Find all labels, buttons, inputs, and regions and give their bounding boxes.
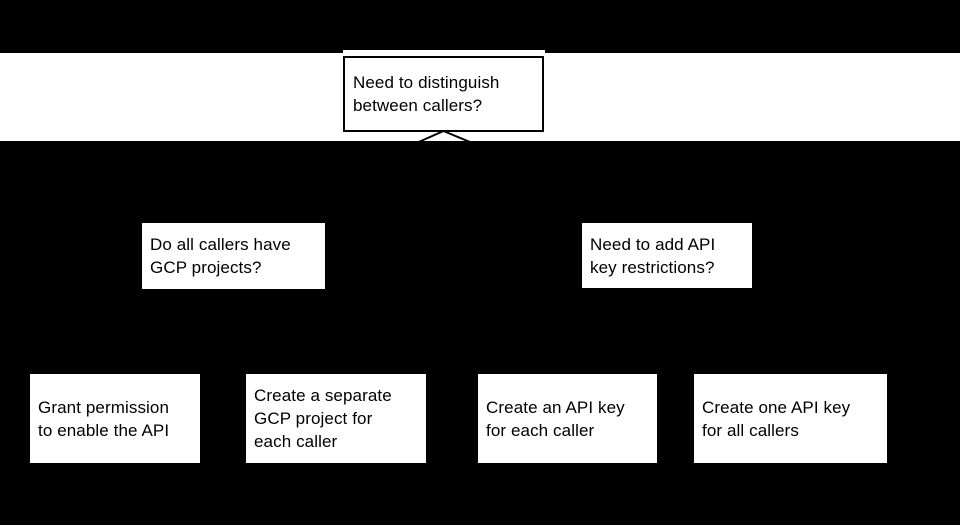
node-text-line: Create an API key [486,397,625,417]
branch-line-right-to-a4 [666,287,792,374]
node-text-line: between callers? [353,96,483,115]
branch-line-root-to-right [443,130,668,225]
node-text-line: key restrictions? [590,257,715,277]
node-text-line: Need to add API [590,234,716,254]
action-node-one-api-key: Create one API key for all callers [694,374,887,463]
decision-node-distinguish-callers: Need to distinguish between callers? [343,56,544,132]
decision-node-gcp-projects: Do all callers have GCP projects? [142,223,325,289]
branch-line-right-to-a3 [566,287,668,374]
node-text-line: Do all callers have [150,235,291,254]
node-text-line: GCP projects? [150,258,262,277]
node-text-line: each caller [254,432,338,451]
action-node-api-key-per-caller: Create an API key for each caller [478,374,657,463]
node-text-line: for each caller [486,420,595,440]
node-text-line: Grant permission [38,397,170,417]
node-text-line: Create a separate [254,386,392,405]
white-band-halo [343,50,545,58]
branch-line-left-to-a2 [232,288,337,374]
node-text-line: Create one API key [702,397,851,417]
node-text-line: Need to distinguish [353,73,500,92]
decision-node-api-key-restrictions: Need to add API key restrictions? [582,223,752,288]
node-text-line: for all callers [702,420,799,440]
branch-line-left-to-a1 [114,288,235,374]
node-text-line: to enable the API [38,420,170,440]
action-node-separate-gcp-project: Create a separate GCP project for each c… [246,374,426,463]
branch-line-root-to-left [233,130,444,225]
node-text-line: GCP project for [254,409,373,428]
action-node-grant-permission: Grant permission to enable the API [30,374,200,463]
